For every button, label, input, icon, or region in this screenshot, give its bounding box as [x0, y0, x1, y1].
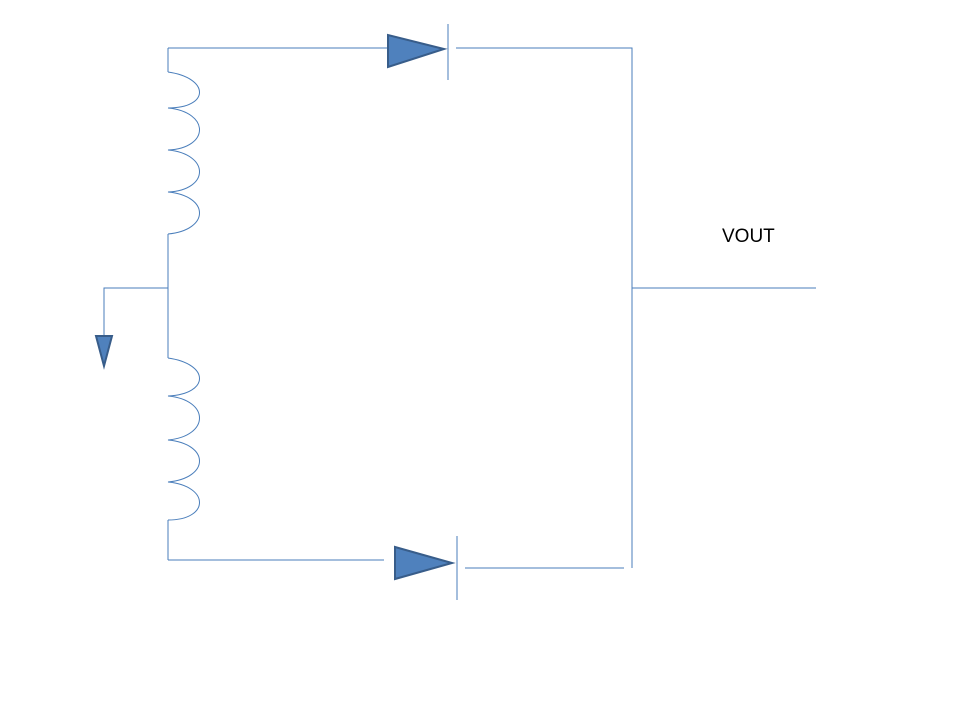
wire-top-right [456, 47, 633, 568]
inductor-top [167, 71, 200, 235]
wire-ground-tap [103, 287, 168, 336]
ground-arrow-icon [94, 335, 114, 370]
inductor-bottom [167, 357, 200, 521]
diode-top-icon [387, 33, 448, 69]
diode-bottom-icon [394, 545, 456, 581]
output-label: VOUT [722, 226, 775, 247]
